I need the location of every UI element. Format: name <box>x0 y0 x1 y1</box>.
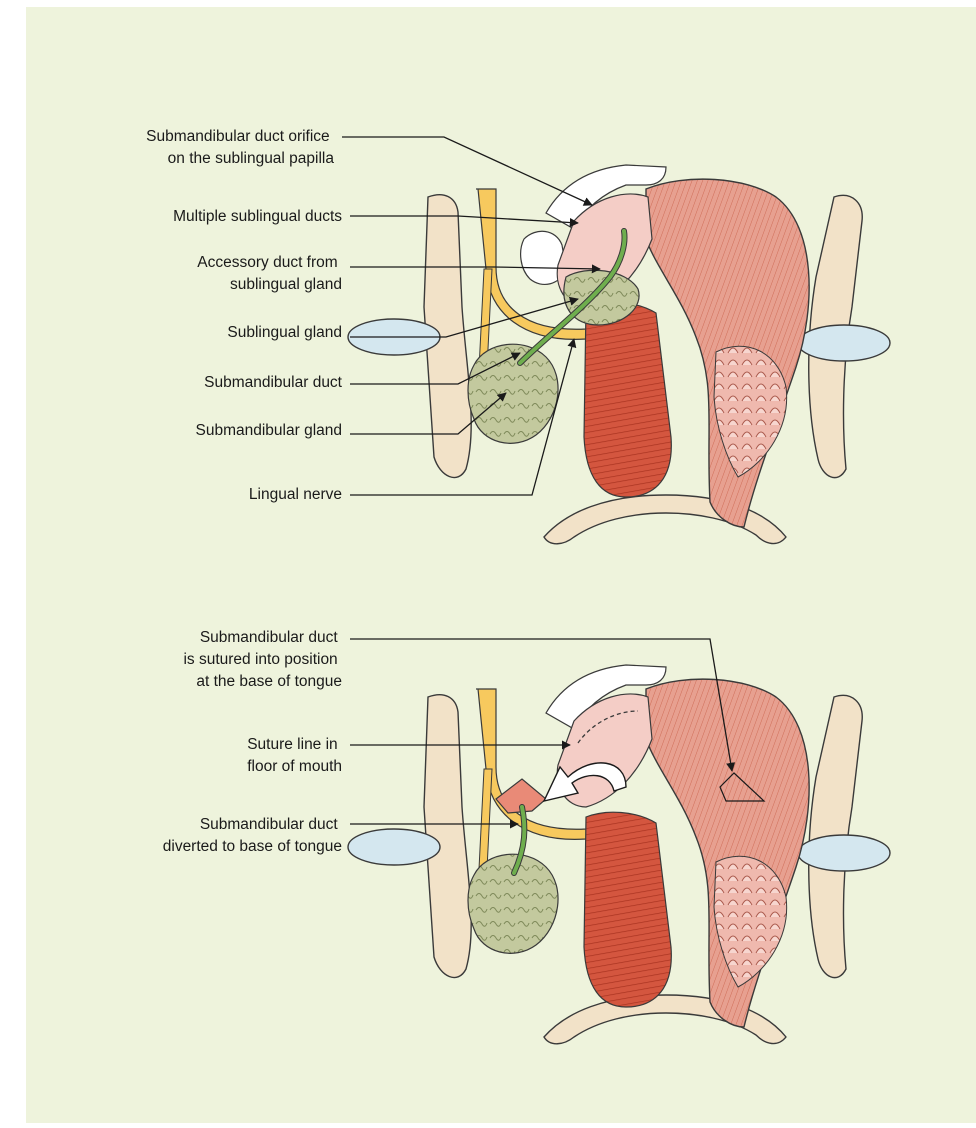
label-multiple-ducts: Multiple sublingual ducts <box>173 208 342 225</box>
label-lingual-nerve: Lingual nerve <box>249 486 342 503</box>
genioglossus-muscle <box>584 812 671 1007</box>
right-cartilage <box>798 835 890 871</box>
label-sublingual-gland: Sublingual gland <box>227 324 342 341</box>
genioglossus-muscle <box>584 302 671 497</box>
anatomy-illustration: Submandibular duct orifice on the sublin… <box>26 7 976 1123</box>
left-cartilage <box>348 829 440 865</box>
illustration-panel: Submandibular duct orifice on the sublin… <box>26 7 976 1123</box>
label-sutured: Submandibular duct is sutured into posit… <box>183 629 342 690</box>
label-submandibular-gland: Submandibular gland <box>196 422 343 439</box>
label-submandibular-duct: Submandibular duct <box>204 374 343 391</box>
right-cartilage <box>798 325 890 361</box>
